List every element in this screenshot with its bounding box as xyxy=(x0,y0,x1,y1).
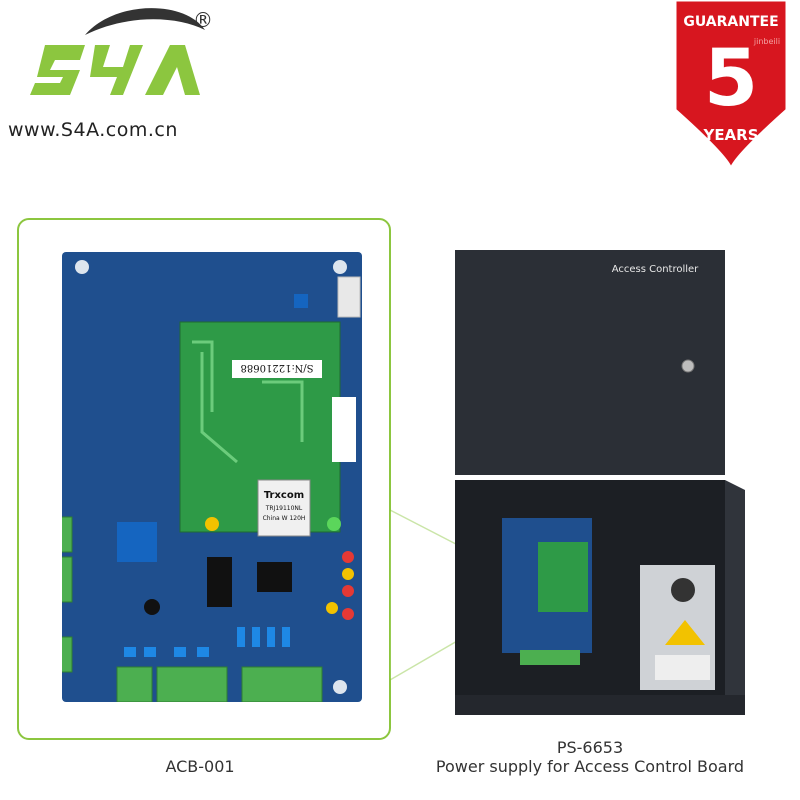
serial-label: S/N:12210688 xyxy=(241,362,314,373)
logo-mark xyxy=(30,8,205,95)
watermark: jinbeili xyxy=(753,37,780,46)
psu-model-caption: PS-6653 xyxy=(556,738,624,757)
board-caption: ACB-001 xyxy=(165,757,235,776)
control-board-photo: S/N:12210688 Trxcom TRJ19110NL China W 1… xyxy=(62,252,362,702)
guarantee-top-text: GUARANTEE xyxy=(683,14,778,30)
guarantee-number: 5 xyxy=(704,34,758,124)
s4a-logo: ® xyxy=(30,8,213,95)
module-origin: China W 120H xyxy=(263,515,306,522)
website-url: www.S4A.com.cn xyxy=(8,119,178,141)
psu-description-caption: Power supply for Access Control Board xyxy=(435,757,745,776)
module-model: TRJ19110NL xyxy=(265,505,303,512)
guarantee-bottom-text: YEARS xyxy=(702,126,758,144)
guarantee-badge: GUARANTEE 5 YEARS jinbeili xyxy=(675,0,787,170)
module-brand: Trxcom xyxy=(264,490,304,501)
access-controller-enclosure-photo: Access Controller xyxy=(455,250,745,715)
registered-mark: ® xyxy=(193,8,213,32)
lid-label: Access Controller xyxy=(612,264,699,275)
lock-icon xyxy=(681,359,695,373)
